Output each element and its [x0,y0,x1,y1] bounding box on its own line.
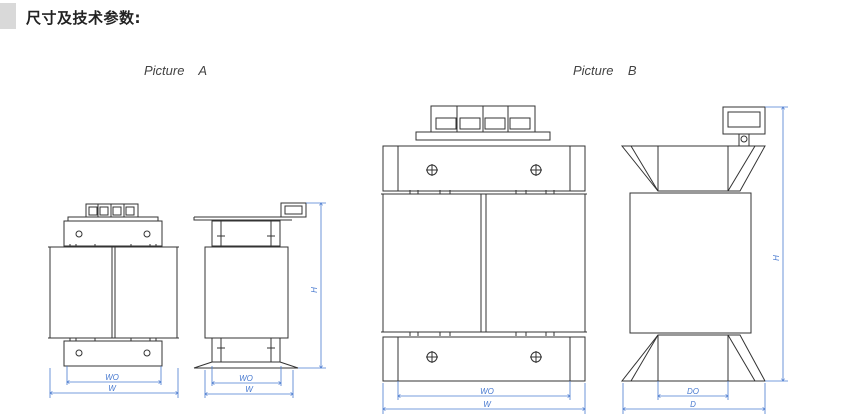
dim-label-h: H [772,255,781,261]
picture-a-side-view [193,202,307,369]
picture-a-front-view [48,203,179,367]
dim-label-do: DO [687,387,699,396]
dim-label-w: W [483,400,492,409]
picture-a-caption: Picture A [144,63,208,78]
dim-label-wo: WO [239,374,253,383]
picture-b-front-dimensions: WO W [383,381,585,414]
picture-a-front-dimensions: WO W [50,366,178,398]
picture-b-front-view [381,105,587,382]
picture-a-side-dimensions: WO W H [205,203,326,398]
picture-b-side-dimensions: DO D H [623,107,788,414]
dim-label-h: H [310,287,319,293]
header-accent-bar [0,3,16,29]
dim-label-wo: WO [480,387,494,396]
dim-label-w: W [245,385,254,394]
picture-b-caption: Picture B [573,63,637,78]
section-title: 尺寸及技术参数: [26,9,141,27]
dim-label-d: D [690,400,696,409]
terminal-block [85,203,139,219]
terminal-block [430,105,536,133]
picture-b-side-view [620,106,766,382]
dim-label-w: W [108,384,117,393]
dim-label-wo: WO [105,373,119,382]
